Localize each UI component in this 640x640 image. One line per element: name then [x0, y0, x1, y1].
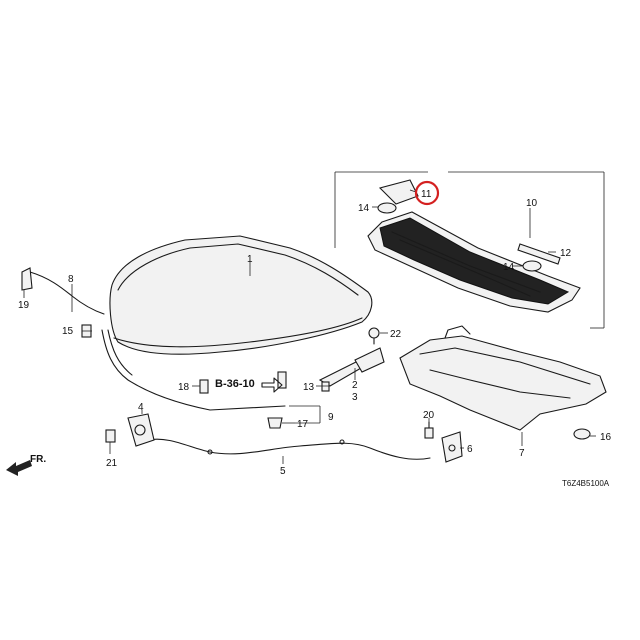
callout-17[interactable]: 17: [297, 419, 309, 430]
reference-label[interactable]: B-36-10: [215, 378, 255, 390]
reference-clip: [277, 371, 287, 389]
plug-14-lower[interactable]: [522, 260, 542, 272]
clip-18[interactable]: [199, 379, 209, 394]
hood-release-cable[interactable]: [147, 438, 431, 460]
windshield-cowl[interactable]: [367, 211, 581, 313]
callout-7[interactable]: 7: [519, 448, 525, 459]
callout-11[interactable]: 11: [421, 189, 432, 200]
callout-20[interactable]: 20: [423, 410, 435, 421]
cowl-strip-part-11[interactable]: [378, 179, 419, 205]
callout-9[interactable]: 9: [328, 412, 334, 423]
callout-2[interactable]: 2: [352, 380, 358, 391]
front-label: FR.: [30, 454, 46, 465]
hood-edge-seal[interactable]: [101, 329, 286, 411]
callout-22[interactable]: 22: [390, 329, 402, 340]
callout-1[interactable]: 1: [247, 254, 253, 265]
callout-18[interactable]: 18: [178, 382, 190, 393]
callout-13[interactable]: 13: [303, 382, 315, 393]
hood-panel[interactable]: [109, 235, 373, 355]
leader-lines: [23, 189, 596, 464]
callout-10[interactable]: 10: [526, 198, 538, 209]
callout-21[interactable]: 21: [106, 458, 118, 469]
reference-arrow[interactable]: B-36-10: [215, 377, 283, 393]
under-cover[interactable]: [399, 325, 607, 431]
plug-14-upper[interactable]: [377, 202, 397, 214]
grommet-16[interactable]: [573, 428, 591, 440]
clip-22[interactable]: [368, 327, 380, 345]
callout-15[interactable]: 15: [62, 326, 74, 337]
diagram-code: T6Z4B5100A: [562, 479, 610, 488]
callout-8[interactable]: 8: [68, 274, 74, 285]
callout-14-lower[interactable]: 14: [503, 262, 515, 273]
callout-19[interactable]: 19: [18, 300, 30, 311]
callout-4[interactable]: 4: [138, 402, 144, 413]
bolt-20[interactable]: [424, 421, 434, 439]
bracket-6[interactable]: [441, 431, 463, 463]
cowl-group-bracket: [334, 171, 605, 329]
front-direction-marker: FR.: [6, 454, 46, 476]
cowl-strip-part-12[interactable]: [517, 243, 561, 265]
callout-12[interactable]: 12: [560, 248, 572, 259]
callout-14-upper[interactable]: 14: [358, 203, 370, 214]
bolt-13[interactable]: [321, 381, 330, 392]
bolt-21[interactable]: [105, 429, 116, 443]
bumper-stop-17[interactable]: [267, 417, 283, 429]
support-rod-8[interactable]: [21, 267, 105, 315]
callout-11-highlight-ring: [414, 180, 440, 206]
callout-5[interactable]: 5: [280, 466, 286, 477]
hood-latch[interactable]: [127, 413, 155, 447]
callout-6[interactable]: 6: [467, 444, 473, 455]
callout-3[interactable]: 3: [352, 392, 358, 403]
callout-16[interactable]: 16: [600, 432, 612, 443]
